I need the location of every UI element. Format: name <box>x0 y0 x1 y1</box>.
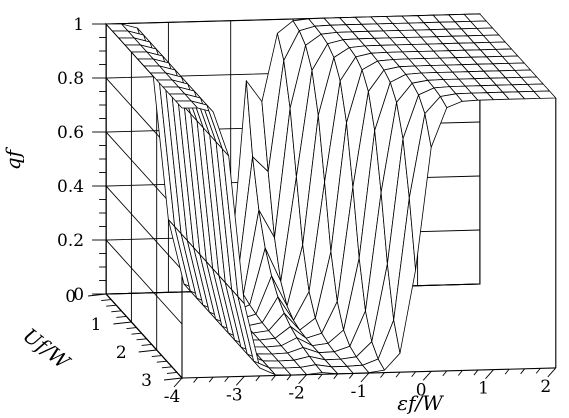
x-tick-label: -2 <box>288 384 305 404</box>
y-axis-label: Uf/W <box>19 323 76 375</box>
y-tick-label: 1 <box>91 315 102 335</box>
x-minor-tick <box>395 371 401 378</box>
z-axis-label: qf <box>1 146 25 170</box>
z-tick-label: 1 <box>73 15 84 35</box>
x-minor-tick <box>255 375 261 382</box>
x-minor-tick <box>317 373 323 380</box>
y-tick <box>88 293 107 297</box>
y-minor-tick <box>101 299 112 302</box>
x-tick <box>173 377 183 388</box>
x-minor-tick <box>380 372 385 378</box>
x-minor-tick <box>224 376 230 383</box>
x-minor-tick <box>286 374 292 381</box>
y-tick-label: 0 <box>65 287 76 307</box>
x-tick <box>298 374 307 384</box>
x-minor-tick <box>271 375 276 381</box>
x-minor-tick <box>504 368 510 375</box>
surface-mesh <box>105 13 557 376</box>
z-tick-label: 0.4 <box>57 177 84 197</box>
x-minor-tick <box>348 373 354 379</box>
z-tick-label: 0.2 <box>57 231 84 251</box>
x-tick-label: 2 <box>540 377 551 397</box>
y-minor-tick <box>151 355 162 358</box>
x-minor-tick <box>520 368 526 375</box>
x-minor-tick <box>535 368 541 374</box>
y-minor-tick <box>131 332 142 335</box>
y-minor-tick <box>126 327 137 330</box>
x-minor-tick <box>208 376 214 383</box>
y-minor-tick <box>166 371 177 374</box>
y-minor-tick <box>106 304 117 307</box>
z-tick-label: 0.8 <box>57 69 84 89</box>
y-tick <box>163 377 183 381</box>
y-minor-tick <box>156 360 167 363</box>
y-tick <box>138 349 157 353</box>
x-minor-tick <box>333 373 339 380</box>
x-tick <box>360 372 370 383</box>
x-tick-label: -4 <box>164 387 181 407</box>
x-minor-tick <box>442 370 448 377</box>
x-tick-label: 0 <box>416 380 427 400</box>
y-minor-tick <box>161 366 172 369</box>
x-tick-label: -1 <box>351 382 368 402</box>
y-minor-tick <box>136 338 147 341</box>
x-tick <box>235 376 245 386</box>
z-tick-label: 0.6 <box>57 123 84 143</box>
z-tick-label: 0 <box>73 285 84 305</box>
y-tick <box>113 321 132 325</box>
x-minor-tick <box>457 370 463 376</box>
y-minor-tick <box>111 310 122 313</box>
x-axis-label: εf/W <box>397 391 444 415</box>
x-tick <box>422 371 432 381</box>
x-minor-tick <box>411 371 416 378</box>
x-tick-label: -3 <box>226 385 243 405</box>
x-tick <box>547 367 557 378</box>
y-minor-tick <box>116 315 127 318</box>
x-minor-tick <box>193 377 198 383</box>
y-tick-label: 2 <box>116 343 127 363</box>
x-tick-label: 1 <box>478 379 489 399</box>
x-tick <box>485 369 494 379</box>
x-minor-tick <box>473 369 479 376</box>
y-minor-tick <box>141 343 152 346</box>
y-tick-label: 3 <box>141 371 152 391</box>
